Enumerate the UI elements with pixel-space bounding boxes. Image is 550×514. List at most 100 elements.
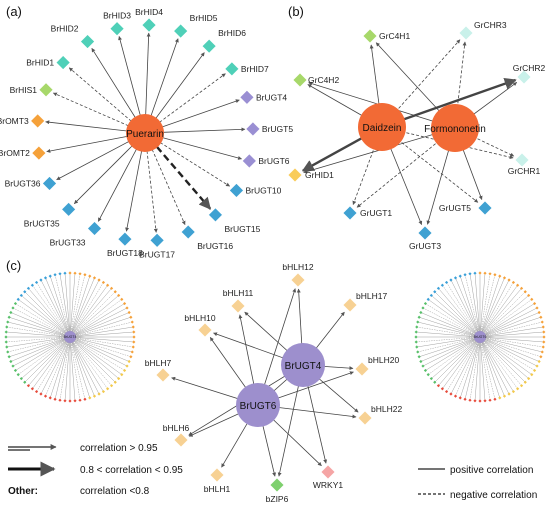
node-bzip6[interactable] bbox=[269, 477, 285, 493]
mini-edge bbox=[69, 336, 104, 392]
mini-node bbox=[516, 387, 520, 391]
mini-node bbox=[423, 301, 428, 306]
edge-a-brugt5 bbox=[162, 127, 246, 133]
node-brugt6[interactable] bbox=[241, 153, 257, 169]
node-brhid2[interactable] bbox=[80, 34, 95, 49]
node-bhlh17[interactable] bbox=[342, 297, 358, 313]
mini-hub-node bbox=[474, 331, 486, 343]
mini-edge bbox=[69, 336, 125, 371]
node-brugt35[interactable] bbox=[61, 201, 77, 217]
mini-node bbox=[468, 398, 472, 402]
node-grchr3[interactable] bbox=[458, 25, 474, 41]
node-brugt33[interactable] bbox=[87, 221, 102, 236]
node-bhlh12[interactable] bbox=[290, 272, 306, 288]
mini-edge bbox=[446, 336, 481, 392]
mini-edge bbox=[450, 279, 481, 338]
node-brugt10[interactable] bbox=[229, 183, 244, 198]
node-brhid4[interactable] bbox=[141, 17, 157, 33]
mini-edge bbox=[40, 336, 71, 395]
mini-edge bbox=[479, 336, 500, 398]
node-bhlh10[interactable] bbox=[197, 322, 213, 338]
panel-label-a: (a) bbox=[6, 4, 22, 19]
hub-node-puerarin[interactable] bbox=[126, 114, 164, 152]
node-bhlh7[interactable] bbox=[155, 367, 171, 383]
mini-node bbox=[43, 276, 48, 280]
mini-edge bbox=[417, 321, 481, 338]
mini-node bbox=[463, 273, 467, 277]
mini-node bbox=[9, 359, 13, 364]
mini-edge bbox=[69, 336, 90, 398]
node-grugt5[interactable] bbox=[477, 200, 493, 216]
label-brugt4: BrUGT4 bbox=[256, 92, 287, 102]
edge-a-brugt6 bbox=[162, 137, 242, 160]
mini-edge bbox=[64, 336, 71, 401]
edge-a-brhid7 bbox=[159, 73, 226, 123]
node-brugt16[interactable] bbox=[180, 224, 196, 240]
node-grhid1[interactable] bbox=[287, 167, 303, 183]
mini-node bbox=[129, 355, 133, 359]
node-grchr2[interactable] bbox=[516, 69, 532, 85]
node-brugt18[interactable] bbox=[117, 231, 133, 247]
node-grc4h1[interactable] bbox=[362, 28, 378, 44]
mini-edge bbox=[479, 336, 544, 348]
edge-a-brugt15 bbox=[155, 145, 212, 210]
node-brugt36[interactable] bbox=[42, 176, 57, 191]
node-bromt3[interactable] bbox=[30, 113, 46, 129]
mini-node bbox=[6, 320, 10, 324]
mini-node bbox=[436, 384, 441, 388]
node-brugt15[interactable] bbox=[208, 207, 223, 223]
mini-edge bbox=[479, 336, 541, 357]
hub-node-formononetin[interactable] bbox=[431, 104, 479, 152]
node-brhid6[interactable] bbox=[201, 38, 217, 54]
mini-edge bbox=[69, 336, 76, 401]
node-wrky1[interactable] bbox=[320, 464, 336, 480]
mini-node bbox=[523, 380, 527, 384]
node-brhis1[interactable] bbox=[38, 82, 54, 98]
edge-a-brhid2 bbox=[91, 47, 136, 118]
node-brugt17[interactable] bbox=[149, 232, 165, 248]
mini-edge bbox=[69, 299, 122, 338]
node-brugt5[interactable] bbox=[245, 121, 261, 137]
mini-node bbox=[117, 376, 121, 381]
hub-node-brugt6[interactable] bbox=[236, 383, 280, 427]
node-grugt1[interactable] bbox=[342, 205, 358, 221]
mini-node bbox=[535, 306, 539, 310]
mini-edge bbox=[479, 336, 543, 353]
mini-node bbox=[117, 293, 121, 298]
node-bhlh22[interactable] bbox=[357, 410, 373, 426]
node-grugt3[interactable] bbox=[417, 225, 433, 241]
edge-a-brhid3 bbox=[118, 36, 141, 116]
mini-hub-node bbox=[64, 331, 76, 343]
mini-node bbox=[449, 278, 453, 282]
node-brhid3[interactable] bbox=[109, 21, 125, 37]
node-brhid7[interactable] bbox=[224, 61, 240, 77]
mini-edge bbox=[69, 274, 86, 338]
mini-edge bbox=[416, 326, 481, 338]
hub-node-daidzein[interactable] bbox=[358, 103, 406, 151]
mini-edge bbox=[69, 282, 104, 338]
mini-edge bbox=[434, 291, 481, 338]
node-brhid5[interactable] bbox=[173, 23, 189, 39]
hub-node-brugt4[interactable] bbox=[281, 343, 325, 387]
mini-node bbox=[541, 345, 545, 349]
node-bhlh20[interactable] bbox=[354, 361, 370, 377]
node-brugt4[interactable] bbox=[239, 89, 255, 105]
mini-node bbox=[13, 368, 18, 373]
mini-edge bbox=[69, 336, 112, 386]
mini-edge bbox=[69, 317, 131, 338]
edge-b-d-grugt1 bbox=[352, 126, 383, 205]
mini-edge bbox=[428, 299, 481, 338]
legend-thick-text: 0.8 < correlation < 0.95 bbox=[80, 465, 183, 476]
mini-edge bbox=[9, 317, 71, 338]
node-bhlh1[interactable] bbox=[209, 467, 225, 483]
mini-edge bbox=[59, 336, 71, 401]
mini-node bbox=[535, 364, 539, 368]
node-bhlh11[interactable] bbox=[230, 298, 246, 314]
node-bhlh6[interactable] bbox=[173, 432, 189, 448]
node-grchr1[interactable] bbox=[514, 152, 530, 168]
mini-edge bbox=[9, 336, 71, 357]
node-grc4h2[interactable] bbox=[292, 72, 308, 88]
mini-node bbox=[101, 389, 106, 394]
node-brhid1[interactable] bbox=[55, 55, 71, 70]
node-bromt2[interactable] bbox=[31, 145, 47, 161]
